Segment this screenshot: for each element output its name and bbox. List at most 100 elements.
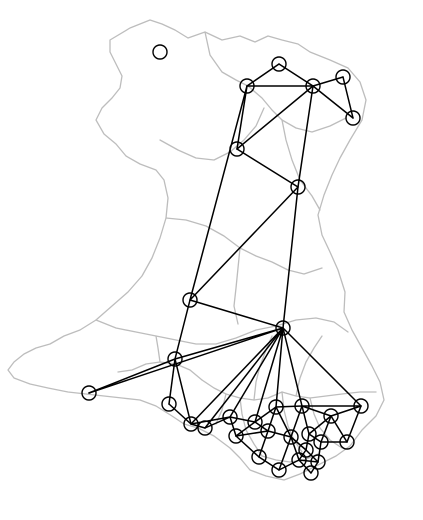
network-node [335,69,351,85]
network-edge [275,405,303,408]
network-node [247,414,263,430]
district-boundary [281,119,321,211]
network-edge [298,459,319,463]
district-boundary [159,107,265,161]
network-node [271,462,287,478]
network-edge [301,405,310,435]
district-boundary [155,335,161,363]
district-boundary [204,31,249,87]
network-node [290,179,306,195]
network-edge [290,436,307,451]
network-node [239,78,255,94]
network-node [268,399,284,415]
network-edge [330,405,362,417]
network-node [298,442,314,458]
network-edge [174,299,191,360]
network-edge [235,430,269,437]
network-edge [305,449,319,463]
network-node [283,429,299,445]
network-node [294,398,310,414]
network-node [222,409,238,425]
network-edge [275,406,292,438]
district-boundary [295,335,323,397]
network-edge [168,403,192,425]
network-edge [236,85,248,150]
network-edge [229,327,284,418]
network-node [301,426,317,442]
network-node [310,454,326,470]
district-boundary [275,317,349,333]
network-edge [258,456,280,471]
network-edge [204,327,284,429]
network-node [182,292,198,308]
network-node [313,434,329,450]
network-edge [189,85,248,301]
network-node [183,416,199,432]
network-node [271,56,287,72]
district-boundary [247,85,347,133]
network-edge [236,148,299,188]
network-node [345,110,361,126]
network-edge [282,327,303,407]
district-boundary [233,247,241,325]
network-node [197,420,213,436]
district-boundaries [7,19,385,481]
network-edge [267,406,277,432]
network-edge [189,186,299,301]
network-edge [312,76,344,87]
network-node [305,78,321,94]
network-edge [290,436,300,461]
network-node [228,428,244,444]
network-node [275,320,291,336]
network-edge [254,327,284,423]
district-boundary [165,217,323,275]
network-node [167,351,183,367]
network-edge [282,327,362,407]
network-node [81,385,97,401]
network-edge [235,435,260,458]
network-edge [174,358,192,425]
network-edge [229,416,256,423]
wales-outline [7,19,385,481]
network-edge [254,421,269,432]
network-edge [297,85,314,188]
network-edge [174,327,284,360]
network-edge [330,415,348,443]
district-boundary [95,319,277,345]
district-boundary [281,391,303,453]
network-edge [312,85,354,119]
network-edge [204,416,231,429]
district-boundary [261,453,319,463]
network-edge [298,449,307,461]
network-node [353,398,369,414]
network-node [303,465,319,481]
network-edge [229,416,237,437]
network-edge [346,405,362,443]
isolated-network-node [152,44,168,60]
network-node [323,408,339,424]
network-edge [267,430,292,438]
district-boundary [239,397,263,457]
network-node [161,396,177,412]
network-node [339,434,355,450]
network-edge [282,186,299,329]
network-node [251,449,267,465]
network-node [229,141,245,157]
network-edge [317,441,322,463]
network-nodes [81,44,369,481]
network-edge [298,459,312,474]
network-edge [301,405,332,417]
network-edge [308,415,332,435]
network-edge [88,358,176,394]
network-edge [190,327,284,425]
network-edge [88,327,284,394]
network-edge [246,63,280,87]
network-edge [254,406,277,423]
network-edge [275,327,284,408]
network-edge [290,405,303,438]
network-edge [320,415,332,443]
network-edge [235,421,256,437]
network-edge [236,85,314,150]
network-edge [278,459,300,471]
